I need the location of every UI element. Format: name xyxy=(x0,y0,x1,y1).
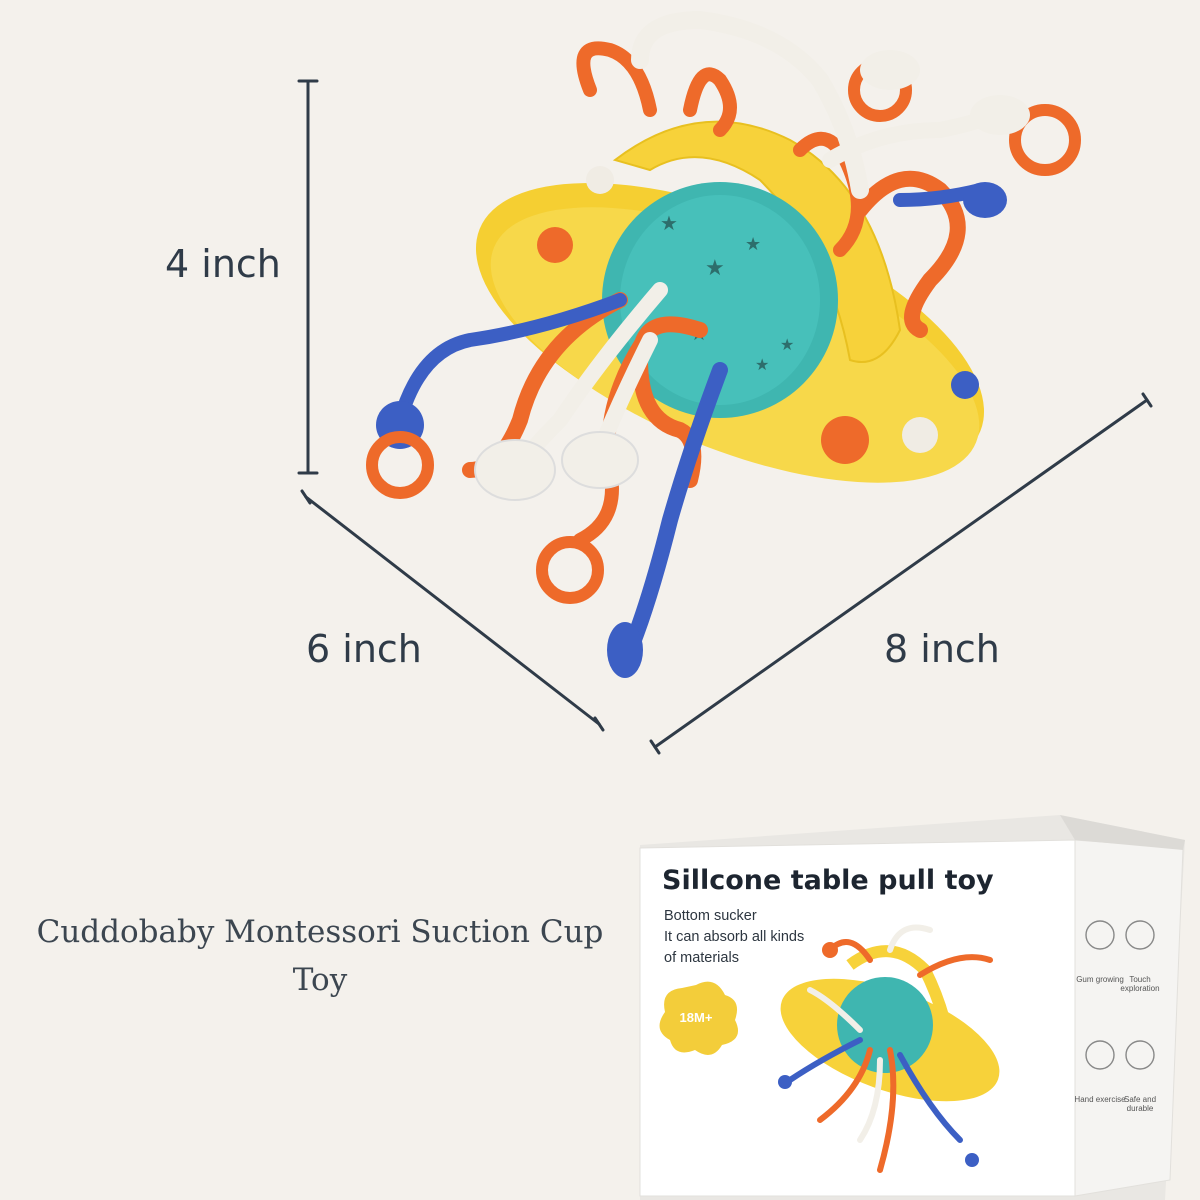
width-dimension-line xyxy=(649,392,1153,755)
box-desc-line-3: of materials xyxy=(664,950,739,966)
box-label: Sillcone table pull toy Bottom sucker It… xyxy=(662,865,994,969)
depth-dimension-line xyxy=(300,489,605,732)
feature-label-4: Safe and durable xyxy=(1123,1095,1157,1113)
hand-icon xyxy=(1085,1040,1115,1070)
box-desc-line-1: Bottom sucker xyxy=(664,908,757,924)
product-caption: Cuddobaby Montessori Suction Cup Toy xyxy=(0,908,640,1004)
box-desc-line-2: It can absorb all kinds xyxy=(664,929,805,945)
svg-text:★: ★ xyxy=(755,355,769,374)
leaf-icon xyxy=(1125,1040,1155,1070)
caption-line-1: Cuddobaby Montessori Suction Cup xyxy=(36,914,604,950)
age-badge xyxy=(659,981,739,1055)
caption-line-2: Toy xyxy=(292,962,348,998)
touch-icon xyxy=(1125,920,1155,950)
feature-label-3: Hand exercise xyxy=(1074,1095,1126,1104)
svg-text:★: ★ xyxy=(660,211,678,235)
depth-label: 6 inch xyxy=(306,627,422,671)
feature-label-2: Touch exploration xyxy=(1120,975,1160,993)
toy-yellow-arch xyxy=(612,120,902,363)
height-dimension-line xyxy=(297,79,319,475)
svg-text:★: ★ xyxy=(745,234,761,255)
age-badge-text: 18M+ xyxy=(679,1010,713,1025)
width-label: 8 inch xyxy=(884,627,1000,671)
box-toy-image xyxy=(778,924,1000,1173)
box-title: Sillcone table pull toy xyxy=(662,865,994,896)
svg-text:★: ★ xyxy=(780,335,794,354)
height-label: 4 inch xyxy=(165,242,281,286)
feature-label-1: Gum growing xyxy=(1076,975,1124,984)
feature-icons xyxy=(1085,920,1155,1070)
box-description: Bottom sucker It can absorb all kinds of… xyxy=(662,906,994,969)
svg-text:★: ★ xyxy=(705,256,725,281)
tooth-icon xyxy=(1085,920,1115,950)
